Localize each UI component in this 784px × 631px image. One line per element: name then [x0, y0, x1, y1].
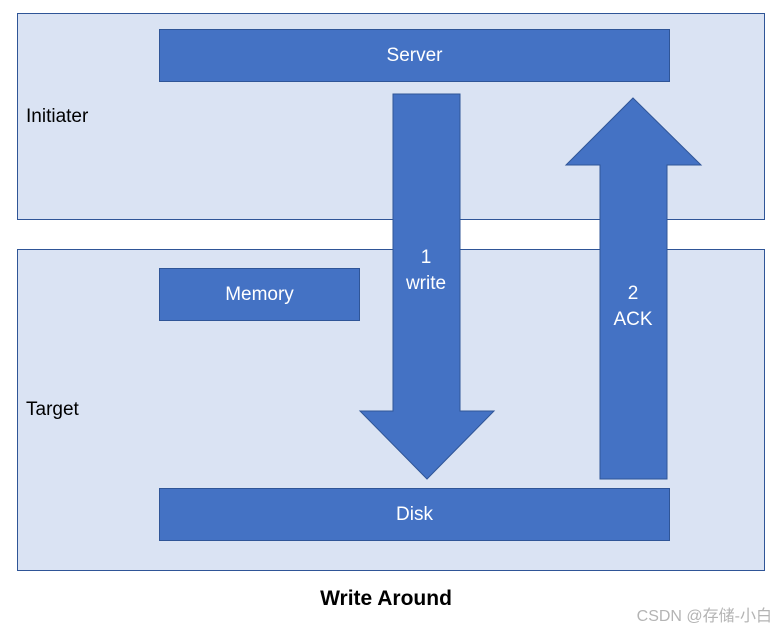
watermark: CSDN @存储-小白 [636, 608, 772, 625]
disk-block: Disk [159, 488, 670, 541]
write-step-text: write [405, 273, 447, 294]
initiator-label: Initiater [26, 106, 89, 127]
ack-step-number: 2 [627, 283, 639, 304]
ack-step-text: ACK [613, 309, 653, 330]
ack-arrow-label: 2 ACK [593, 281, 673, 333]
write-arrow-label: 1 write [386, 245, 466, 297]
server-label: Server [386, 44, 443, 66]
disk-label: Disk [396, 503, 433, 525]
memory-label: Memory [225, 283, 294, 305]
write-step-number: 1 [420, 247, 432, 268]
memory-block: Memory [159, 268, 360, 321]
target-label: Target [26, 399, 79, 420]
server-block: Server [159, 29, 670, 82]
diagram-caption: Write Around [320, 587, 452, 610]
